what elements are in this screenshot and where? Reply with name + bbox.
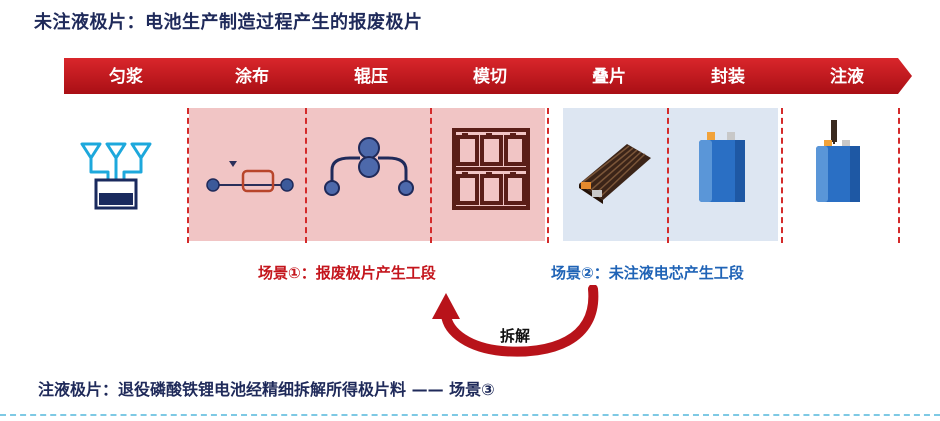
process-step-label: 涂布 <box>235 66 269 87</box>
stage-divider <box>667 108 669 243</box>
stage-divider <box>781 108 783 243</box>
process-step-chevron <box>659 58 793 94</box>
stage-divider <box>305 108 307 243</box>
process-chevron-strip: 匀浆 涂布 辊压 模切 叠片 封装 注液 <box>64 58 912 94</box>
coating-icon <box>206 161 294 193</box>
process-step-label: 叠片 <box>592 66 626 87</box>
scene2-label: 场景②：未注液电芯产生工段 <box>551 264 744 282</box>
die-cutting-icon <box>452 128 530 210</box>
stacking-icon <box>579 144 651 204</box>
scene1-label: 场景①：报废极片产生工段 <box>258 264 436 282</box>
stage-divider <box>898 108 900 243</box>
process-step-label: 封装 <box>711 66 745 87</box>
scene3-footer-text: 注液极片：退役磷酸铁锂电池经精细拆解所得极片料 —— 场景③ <box>38 380 495 399</box>
process-step-chevron <box>421 58 555 94</box>
bottom-dashed-rule <box>0 414 940 416</box>
process-step-label: 模切 <box>473 66 507 87</box>
process-step-chevron <box>64 58 198 94</box>
process-step-chevron <box>540 58 674 94</box>
slurry-mixing-icon <box>80 142 152 210</box>
process-step-label: 匀浆 <box>109 66 144 87</box>
stage-divider <box>547 108 549 243</box>
rolling-press-icon <box>324 137 414 196</box>
stage-divider <box>430 108 432 243</box>
packaging-cell-icon <box>699 132 745 202</box>
electrolyte-injection-icon <box>816 120 860 202</box>
process-step-chevron <box>778 58 912 94</box>
stage-divider <box>187 108 189 243</box>
process-step-chevron <box>183 58 317 94</box>
disassembly-curved-arrow <box>432 285 599 357</box>
process-step-label: 注液 <box>830 66 864 87</box>
process-step-chevron <box>302 58 436 94</box>
process-step-label: 辊压 <box>354 66 388 87</box>
page-title: 未注液极片：电池生产制造过程产生的报废极片 <box>34 12 423 33</box>
disassembly-label: 拆解 <box>500 327 531 345</box>
